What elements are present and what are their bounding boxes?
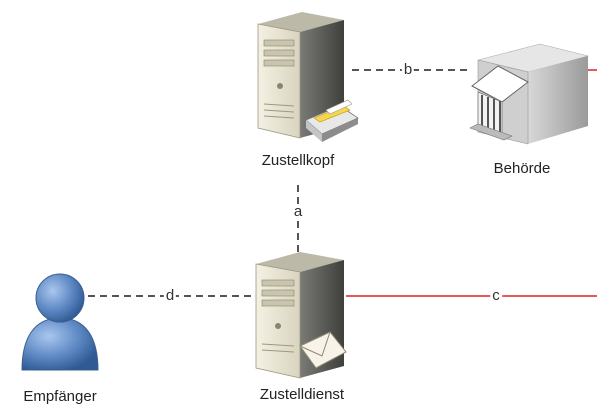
edge-c-label: c	[490, 287, 502, 304]
empfaenger-label: Empfänger	[23, 388, 97, 405]
zustellkopf-label: Zustellkopf	[261, 152, 335, 169]
printer-icon	[305, 99, 359, 142]
behoerde-label: Behörde	[493, 160, 551, 177]
edge-d-label: d	[163, 287, 177, 304]
edge-b-label: b	[401, 61, 415, 78]
zustelldienst-label: Zustelldienst	[259, 386, 345, 403]
edge-a-label: a	[291, 203, 305, 220]
behoerde-building-icon	[469, 43, 590, 145]
envelope-icon	[299, 331, 347, 369]
empfaenger-person-icon	[21, 273, 99, 371]
